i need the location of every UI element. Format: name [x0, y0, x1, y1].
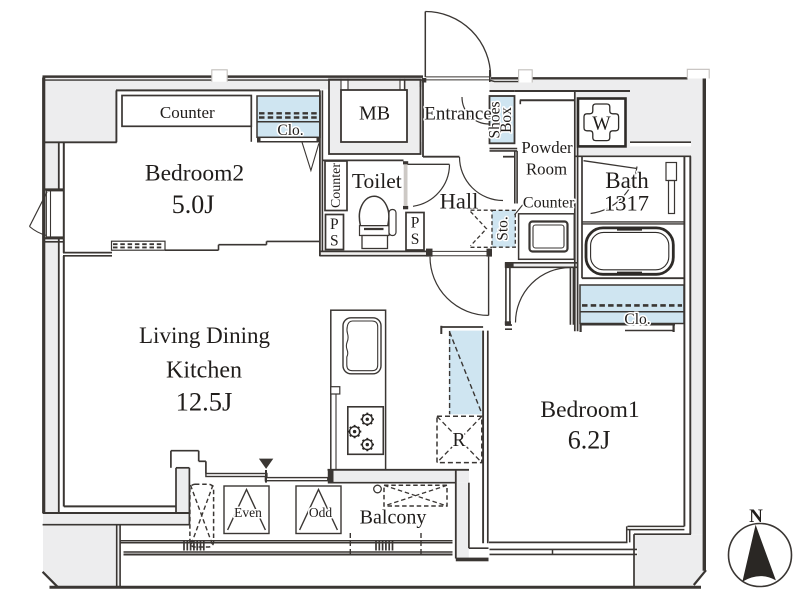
- svg-text:1317: 1317: [604, 190, 649, 215]
- svg-text:S: S: [411, 231, 420, 248]
- svg-text:Bedroom1: Bedroom1: [540, 397, 639, 423]
- svg-text:Entrance: Entrance: [424, 103, 492, 124]
- svg-text:Toilet: Toilet: [352, 169, 402, 193]
- svg-text:Counter: Counter: [523, 195, 575, 212]
- svg-text:N: N: [749, 506, 763, 527]
- svg-text:R: R: [452, 430, 465, 451]
- svg-text:P: P: [330, 216, 339, 233]
- svg-text:Living Dining: Living Dining: [139, 323, 270, 348]
- svg-text:Kitchen: Kitchen: [166, 357, 242, 383]
- svg-text:6.2J: 6.2J: [568, 426, 611, 455]
- svg-text:Powder: Powder: [521, 138, 573, 157]
- svg-text:5.0J: 5.0J: [172, 190, 215, 219]
- svg-text:Clo.: Clo.: [277, 122, 303, 139]
- svg-text:Hall: Hall: [440, 188, 479, 213]
- svg-text:S: S: [330, 233, 339, 250]
- svg-text:Balcony: Balcony: [360, 507, 427, 529]
- svg-text:Bedroom2: Bedroom2: [145, 160, 244, 186]
- svg-text:P: P: [411, 215, 420, 232]
- svg-text:Room: Room: [526, 160, 567, 179]
- svg-text:Odd: Odd: [309, 505, 332, 520]
- svg-text:W: W: [592, 113, 611, 134]
- svg-text:Clo.: Clo.: [624, 311, 650, 328]
- svg-text:Counter: Counter: [160, 103, 215, 122]
- svg-text:12.5J: 12.5J: [176, 387, 233, 417]
- svg-text:Even: Even: [234, 505, 262, 520]
- svg-text:Box: Box: [498, 107, 515, 133]
- svg-text:Shoes: Shoes: [487, 101, 504, 138]
- svg-text:Counter: Counter: [329, 163, 344, 208]
- svg-text:Sto.: Sto.: [495, 216, 512, 241]
- svg-text:MB: MB: [359, 103, 390, 125]
- svg-text:Bath: Bath: [605, 168, 649, 193]
